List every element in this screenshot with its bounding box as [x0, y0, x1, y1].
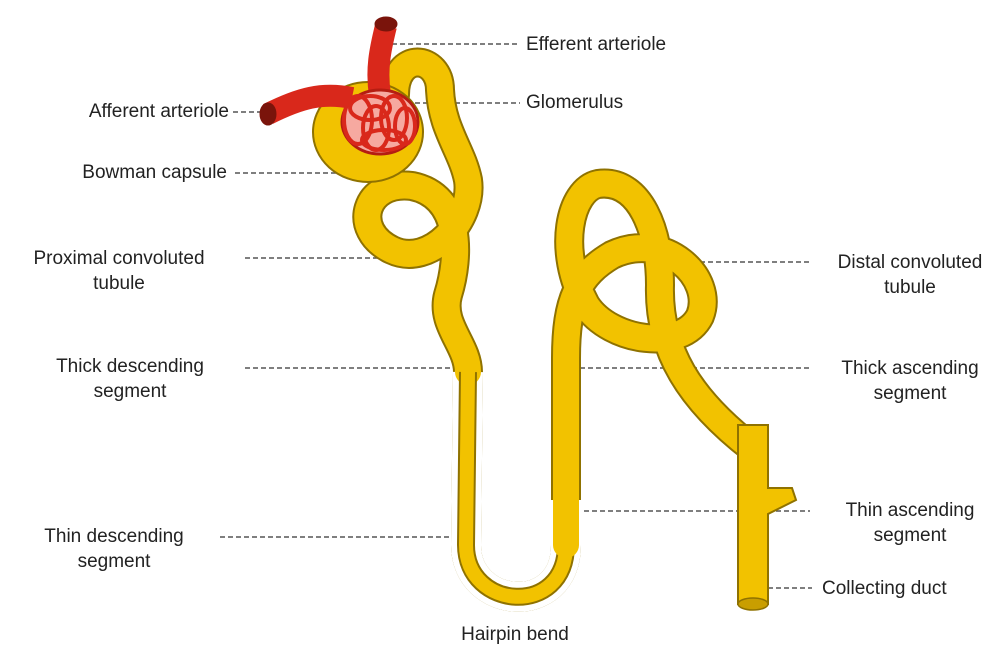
label-collecting-duct: Collecting duct	[822, 576, 947, 601]
efferent-arteriole-shape	[378, 26, 386, 95]
collecting-duct-shape	[738, 425, 796, 604]
efferent-arteriole-opening	[375, 17, 397, 31]
label-proximal-convoluted-tubule-line1: Proximal convoluted	[8, 246, 230, 271]
label-distal-convoluted-tubule: Distal convoluted tubule	[816, 250, 1004, 300]
label-thick-ascending-segment-line2: segment	[816, 381, 1004, 406]
label-thick-descending-segment: Thick descending segment	[30, 354, 230, 404]
label-thin-ascending-segment: Thin ascending segment	[816, 498, 1004, 548]
glomerulus-shape	[342, 90, 418, 154]
label-thin-descending-segment-line1: Thin descending	[14, 524, 214, 549]
label-efferent-arteriole: Efferent arteriole	[526, 32, 666, 57]
label-thick-descending-segment-line2: segment	[30, 379, 230, 404]
label-thin-descending-segment: Thin descending segment	[14, 524, 214, 574]
afferent-arteriole-opening	[260, 103, 276, 125]
thick-ascending-segment-shape	[566, 184, 752, 545]
label-thick-descending-segment-line1: Thick descending	[30, 354, 230, 379]
label-thin-ascending-segment-line2: segment	[816, 523, 1004, 548]
label-thick-ascending-segment-line1: Thick ascending	[816, 356, 1004, 381]
label-hairpin-bend: Hairpin bend	[430, 622, 600, 647]
leader-lines	[220, 44, 812, 588]
label-distal-convoluted-tubule-line1: Distal convoluted	[816, 250, 1004, 275]
label-thin-descending-segment-line2: segment	[14, 549, 214, 574]
label-afferent-arteriole: Afferent arteriole	[89, 99, 229, 124]
label-distal-convoluted-tubule-line2: tubule	[816, 275, 1004, 300]
label-proximal-convoluted-tubule-line2: tubule	[8, 271, 230, 296]
label-bowman-capsule: Bowman capsule	[82, 160, 227, 185]
label-proximal-convoluted-tubule: Proximal convoluted tubule	[8, 246, 230, 296]
label-thin-ascending-segment-line1: Thin ascending	[816, 498, 1004, 523]
label-glomerulus: Glomerulus	[526, 90, 623, 115]
label-thick-ascending-segment: Thick ascending segment	[816, 356, 1004, 406]
collecting-duct-opening	[738, 598, 768, 610]
